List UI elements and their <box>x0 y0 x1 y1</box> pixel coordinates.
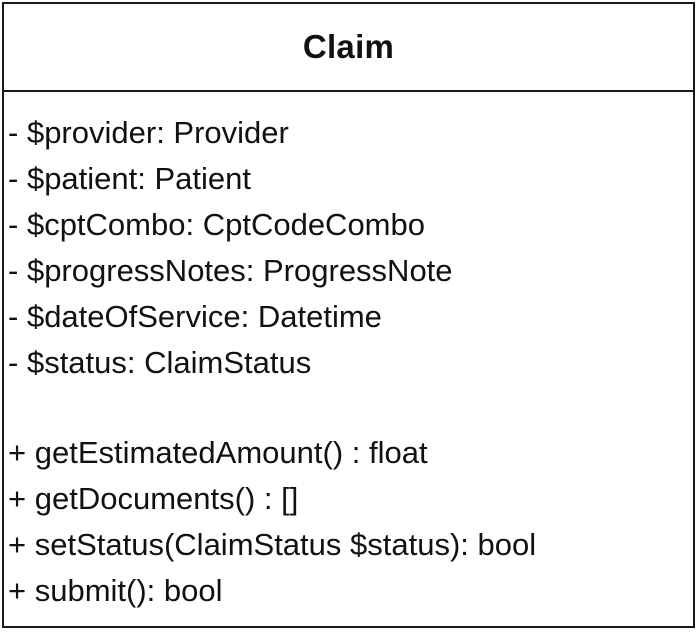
method-row: + getEstimatedAmount() : float <box>8 430 687 476</box>
attribute-row: - $status: ClaimStatus <box>8 340 687 386</box>
attribute-text: $dateOfService: Datetime <box>26 299 382 334</box>
attribute-row: - $provider: Provider <box>8 110 687 156</box>
visibility-marker: - <box>8 253 19 288</box>
visibility-marker: + <box>8 527 27 562</box>
attributes-compartment: - $provider: Provider - $patient: Patien… <box>8 110 687 386</box>
method-row: + submit(): bool <box>8 568 687 614</box>
method-row: + getDocuments() : [] <box>8 476 687 522</box>
visibility-marker: - <box>8 299 19 334</box>
class-name: Claim <box>302 28 395 65</box>
method-text: submit(): bool <box>34 573 223 608</box>
attribute-row: - $cptCombo: CptCodeCombo <box>8 202 687 248</box>
method-row: + setStatus(ClaimStatus $status): bool <box>8 522 687 568</box>
attribute-text: $provider: Provider <box>26 115 289 150</box>
visibility-marker: - <box>8 345 19 380</box>
attribute-text: $patient: Patient <box>26 161 252 196</box>
visibility-marker: - <box>8 161 19 196</box>
visibility-marker: - <box>8 115 19 150</box>
method-text: setStatus(ClaimStatus $status): bool <box>34 527 537 562</box>
attribute-text: $status: ClaimStatus <box>26 345 312 380</box>
method-text: getEstimatedAmount() : float <box>34 435 428 470</box>
attribute-row: - $dateOfService: Datetime <box>8 294 687 340</box>
visibility-marker: + <box>8 435 27 470</box>
uml-class-box: Claim - $provider: Provider - $patient: … <box>2 2 695 628</box>
visibility-marker: - <box>8 207 19 242</box>
visibility-marker: + <box>8 573 27 608</box>
attribute-text: $cptCombo: CptCodeCombo <box>26 207 425 242</box>
class-header: Claim <box>4 4 693 92</box>
method-text: getDocuments() : [] <box>34 481 299 516</box>
visibility-marker: + <box>8 481 27 516</box>
attribute-row: - $patient: Patient <box>8 156 687 202</box>
methods-compartment: + getEstimatedAmount() : float + getDocu… <box>8 430 687 614</box>
attribute-text: $progressNotes: ProgressNote <box>26 253 453 288</box>
attribute-row: - $progressNotes: ProgressNote <box>8 248 687 294</box>
